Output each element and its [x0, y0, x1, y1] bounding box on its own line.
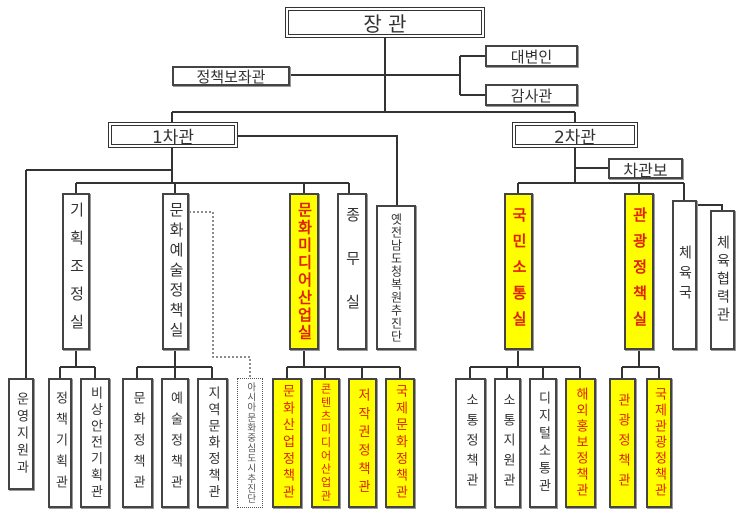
- assistant-minister-label: 차관보: [623, 160, 668, 180]
- office-label: 문화예술정책실: [167, 201, 185, 342]
- office-box: 체육국: [672, 200, 697, 350]
- office-box-highlighted: 문화미디어산업실: [289, 193, 319, 350]
- bureau-box: 운영지원과: [8, 378, 34, 490]
- office-box: 체육협력관: [710, 210, 735, 350]
- bureau-box-highlighted: 문화산업정책관: [272, 378, 302, 508]
- minister-box: 장 관: [285, 7, 485, 38]
- minister-label: 장 관: [363, 12, 407, 36]
- bureau-label: 소통지원관: [500, 393, 515, 493]
- policy-advisor-box: 정책보좌관: [172, 66, 290, 86]
- bureau-box: 문화정책관: [122, 378, 153, 508]
- bureau-label: 디지털소통관: [535, 390, 551, 496]
- bureau-label: 아시아문화중심도시추진단: [244, 382, 256, 504]
- vice-minister-1-box: 1차관: [108, 122, 238, 148]
- bureau-label: 저작권정책관: [355, 388, 370, 498]
- vice-minister-1-label: 1차관: [151, 127, 195, 148]
- bureau-box: 소통정책관: [455, 378, 486, 508]
- office-label: 기획조정실: [67, 201, 86, 342]
- bureau-box: 소통지원관: [494, 378, 521, 508]
- spokesperson-label: 대변인: [510, 47, 553, 66]
- office-label: 옛전남도청복원추진단: [389, 212, 403, 343]
- bureau-box-dotted: 아시아문화중심도시추진단: [237, 378, 263, 508]
- office-box-highlighted: 관광정책실: [624, 193, 654, 350]
- bureau-label: 비상안전기획관: [87, 385, 103, 501]
- bureau-box: 비상안전기획관: [80, 378, 110, 508]
- inspector-box: 감사관: [485, 84, 578, 106]
- bureau-box-highlighted: 국제관광정책관: [646, 378, 672, 508]
- bureau-box-highlighted: 관광정책관: [609, 378, 636, 508]
- bureau-box-highlighted: 콘텐츠미디어산업관: [311, 378, 340, 508]
- office-label: 국민소통실: [510, 206, 528, 337]
- bureau-label: 예술정책관: [167, 390, 183, 496]
- bureau-label: 지역문화정책관: [205, 385, 220, 501]
- office-label: 체육국: [676, 245, 693, 305]
- bureau-label: 국제문화정책관: [392, 384, 408, 502]
- office-label: 체육협력관: [714, 235, 731, 325]
- bureau-box: 정책기획관: [48, 378, 72, 508]
- bureau-box-highlighted: 국제문화정책관: [385, 378, 415, 508]
- vice-minister-2-label: 2차관: [553, 127, 597, 148]
- office-label: 관광정책실: [630, 206, 649, 337]
- bureau-box-highlighted: 저작권정책관: [348, 378, 377, 508]
- bureau-box-highlighted: 해외홍보정책관: [565, 378, 596, 508]
- office-box-highlighted: 국민소통실: [504, 193, 533, 350]
- bureau-box: 예술정책관: [161, 378, 189, 508]
- bureau-label: 국제관광정책관: [651, 387, 667, 499]
- office-label: 문화미디어산업실: [295, 201, 314, 342]
- bureau-label: 소통정책관: [463, 393, 478, 493]
- office-box: 종무실: [337, 193, 367, 350]
- office-label: 종무실: [343, 206, 362, 337]
- bureau-label: 콘텐츠미디어산업관: [319, 383, 332, 503]
- office-box: 옛전남도청복원추진단: [376, 205, 416, 350]
- bureau-label: 문화산업정책관: [279, 384, 295, 502]
- office-box: 문화예술정책실: [162, 193, 189, 350]
- inspector-label: 감사관: [510, 86, 553, 105]
- bureau-label: 관광정책관: [615, 393, 630, 493]
- bureau-box: 디지털소통관: [529, 378, 557, 508]
- bureau-label: 운영지원과: [13, 391, 29, 477]
- bureau-label: 해외홍보정책관: [573, 387, 588, 499]
- spokesperson-box: 대변인: [485, 45, 578, 67]
- bureau-label: 정책기획관: [52, 390, 68, 496]
- bureau-label: 문화정책관: [130, 390, 145, 496]
- vice-minister-2-box: 2차관: [512, 122, 638, 148]
- assistant-minister-box: 차관보: [608, 158, 683, 180]
- office-box: 기획조정실: [62, 193, 90, 350]
- policy-advisor-label: 정책보좌관: [196, 67, 266, 86]
- bureau-box: 지역문화정책관: [197, 378, 228, 508]
